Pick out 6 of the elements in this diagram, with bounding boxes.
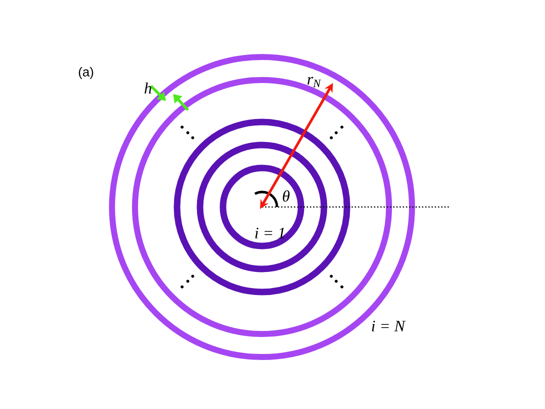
- angle-label: θ: [282, 190, 290, 202]
- radius-label: r$_{N}$: [308, 76, 322, 88]
- ring-index-label: i = N: [372, 320, 406, 332]
- ring-index-label: i = 1: [255, 228, 284, 238]
- panel-label: (a): [78, 66, 94, 80]
- thickness-label: h: [144, 82, 152, 94]
